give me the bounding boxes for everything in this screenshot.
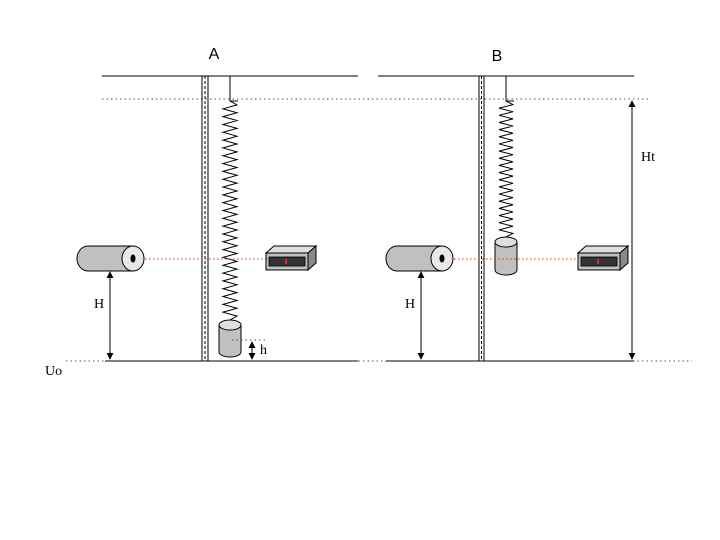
ground-label: Uo [45,364,62,379]
panel-a-hanger [229,76,238,102]
panel-a-detector [264,244,318,272]
panel-a-spring [221,100,239,321]
panel-a-small-h-label: h [260,343,267,358]
panel-b-hanger [505,76,514,102]
panel-b-title: B [492,48,503,65]
cylinder-emitter-icon [130,254,136,263]
panel-b-h-label: H [405,297,415,312]
panel-a-post [201,76,209,361]
panel-b-detector [576,244,630,272]
panel-b-ht-label: Ht [641,150,655,165]
panel-a-light-source [76,245,145,272]
cylinder-emitter-icon [439,254,445,263]
panel-a-h-label: H [94,297,104,312]
panel-a-title: A [209,46,220,63]
panel-a-mass [218,319,242,358]
panel-b-spring [498,100,515,238]
panel-b-post [478,76,485,361]
panel-b-light-source [385,245,454,272]
panel-b-mass [494,236,518,276]
